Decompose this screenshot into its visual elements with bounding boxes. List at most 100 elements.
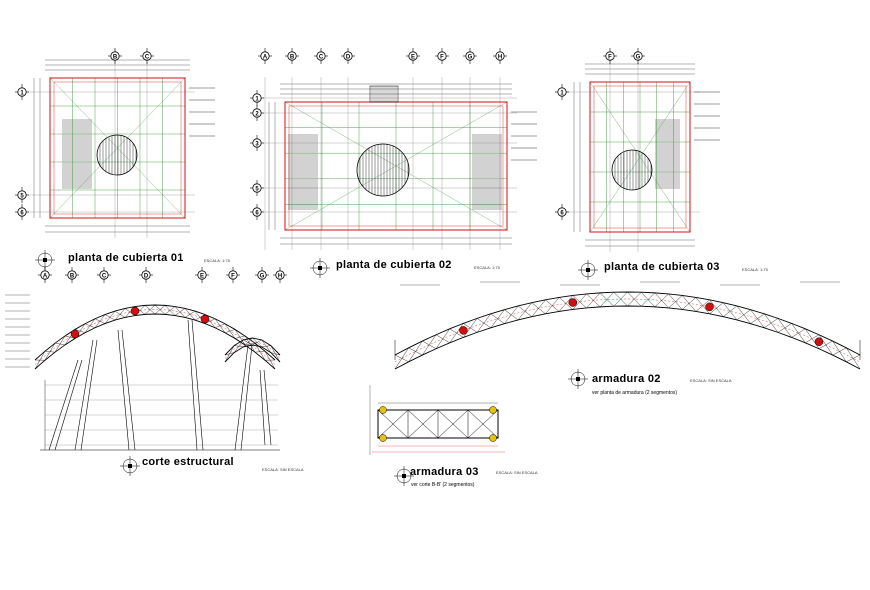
title-marker-dot (43, 258, 47, 262)
section-column (240, 344, 253, 451)
grid-label: 1 (20, 90, 24, 96)
grid-bubble (408, 51, 418, 61)
section-truss-web (214, 323, 226, 328)
section-truss-small-centerline (224, 341, 281, 359)
grid-label: G (260, 273, 265, 279)
section-scale: ESCALA: SIN ESCALA (262, 467, 304, 472)
truss2-top-chord (394, 291, 861, 356)
truss3-node (379, 406, 387, 414)
section-truss-top-chord (34, 304, 276, 361)
grid-bubble (252, 108, 262, 118)
grid-label: 2 (255, 111, 259, 117)
grid-bubble (252, 93, 262, 103)
truss2-web (572, 293, 587, 310)
truss2-web (394, 347, 409, 370)
grid-bubble (228, 270, 238, 280)
section-truss-web (224, 329, 236, 333)
truss3-subtitle: ver corte B-B' (2 segmentos) (411, 482, 475, 488)
grid-label: D (346, 54, 351, 60)
plan2-skylight (356, 143, 410, 197)
grid-label: E (411, 54, 415, 60)
truss2-connection-node (568, 298, 578, 307)
section-truss-web (184, 310, 196, 318)
section-truss-small-web (224, 345, 235, 363)
plan2-scale: ESCALA: 1:75 (474, 265, 500, 270)
section-column (54, 359, 83, 451)
grid-label: 3 (255, 141, 259, 147)
grid-bubble (40, 270, 50, 280)
plan1-roof-outline (49, 77, 186, 219)
grid-bubble (252, 207, 262, 217)
grid-label: F (231, 273, 235, 279)
truss2-web (517, 302, 532, 321)
grid-bubble (260, 51, 270, 61)
truss2-centerline (394, 298, 861, 363)
truss2-web (791, 328, 806, 338)
grid-label: 6 (255, 210, 259, 216)
grid-label: C (145, 54, 150, 60)
section-truss-web (164, 306, 176, 315)
grid-label: 6 (20, 210, 24, 216)
truss2-web (463, 318, 478, 338)
truss2-bottom-chord (394, 305, 861, 370)
grid-label: C (319, 54, 324, 60)
grid-bubble (17, 87, 27, 97)
title-marker-dot (576, 377, 580, 381)
plan2-roof-inner (288, 105, 504, 227)
grid-bubble (316, 51, 326, 61)
section-column (117, 329, 130, 451)
grid-bubble (252, 138, 262, 148)
grid-bubble (557, 87, 567, 97)
section-truss-web (94, 314, 106, 328)
grid-bubble (495, 51, 505, 61)
grid-label: B (113, 54, 118, 60)
plan2-title: planta de cubierta 02 (336, 259, 452, 271)
truss3-title: armadura 03 (410, 466, 479, 478)
truss2-web (627, 292, 642, 307)
grid-label: H (278, 273, 282, 279)
section-truss-connection-node (130, 306, 140, 316)
grid-label: G (636, 54, 641, 60)
grid-label: 6 (560, 210, 564, 216)
grid-bubble (633, 51, 643, 61)
truss2-web (422, 334, 437, 356)
section-truss-connection-node (70, 329, 80, 339)
section-column (80, 339, 98, 451)
truss2-web (600, 292, 614, 308)
grid-bubble (17, 207, 27, 217)
grid-label: B (70, 273, 75, 279)
section-truss-bottom-chord (34, 313, 276, 370)
section-column (121, 329, 136, 451)
grid-bubble (557, 207, 567, 217)
truss2-connection-node (459, 326, 468, 335)
grid-bubble (275, 270, 285, 280)
truss2-title: armadura 02 (592, 373, 661, 385)
plan3-roof-inner (593, 85, 687, 229)
plan1-scale: ESCALA: 1:75 (204, 258, 230, 263)
grid-label: 5 (20, 193, 24, 199)
section-truss-web (254, 351, 266, 353)
section-title: corte estructural (142, 456, 234, 468)
section-truss-web (84, 318, 96, 333)
grid-label: F (440, 54, 444, 60)
truss2-web (695, 299, 710, 312)
section-column (234, 344, 249, 451)
truss2-subtitle: ver planta de armadura (2 segmentos) (592, 390, 678, 396)
grid-label: A (43, 273, 48, 279)
plan1-skylight (96, 134, 138, 176)
section-column (263, 369, 272, 446)
grid-bubble (465, 51, 475, 61)
truss2-web (545, 297, 560, 314)
truss3-web (407, 409, 439, 439)
grid-label: A (263, 54, 268, 60)
plan3-scale: ESCALA: 1:75 (742, 267, 768, 272)
plan1-roof-inner (53, 81, 182, 215)
truss2-web (490, 309, 505, 328)
section-column (259, 369, 266, 446)
section-column (48, 359, 79, 451)
truss2-web (846, 354, 861, 362)
grid-bubble (142, 51, 152, 61)
grid-label: C (102, 273, 107, 279)
grid-label: G (468, 54, 473, 60)
truss2-web (750, 313, 765, 324)
